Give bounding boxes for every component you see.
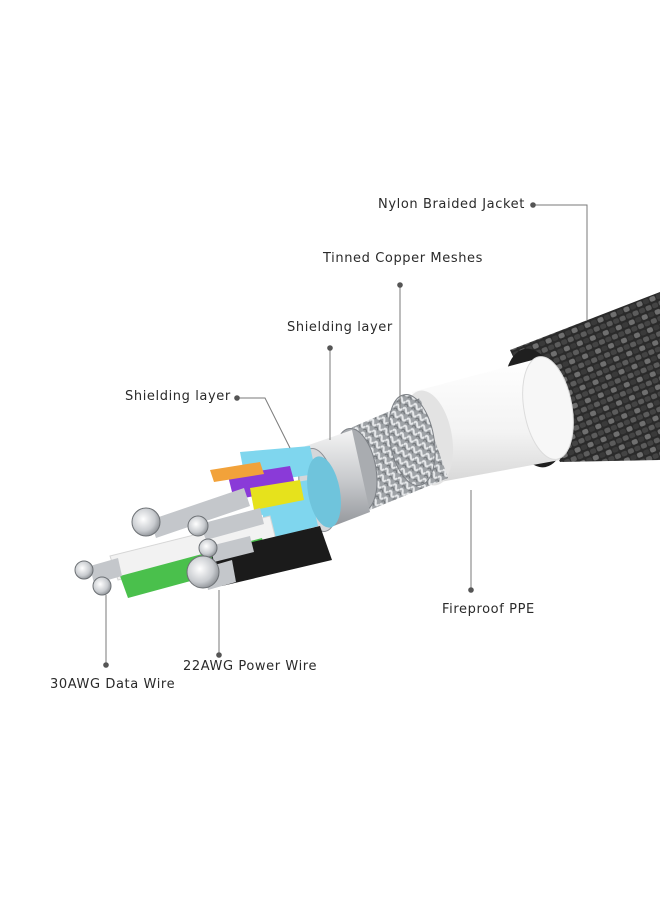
leader-shielding-inner [237, 397, 291, 449]
strand-bundle-power-small [198, 538, 218, 558]
strand-ends [74, 488, 264, 596]
dot-tinned-copper [397, 282, 403, 288]
dot-shielding-outer [327, 345, 333, 351]
dot-power-wire [216, 652, 222, 658]
strand-bundle-power-large [186, 555, 220, 589]
leader-dots [103, 202, 536, 668]
yellow-wire [250, 480, 304, 510]
leader-lines [105, 204, 588, 665]
strand-bundle-mid [187, 515, 209, 537]
label-data-wire: 30AWG Data Wire [50, 677, 176, 692]
label-power-wire: 22AWG Power Wire [183, 659, 318, 674]
blue-wire [262, 500, 318, 540]
fireproof-ppe-layer [402, 356, 574, 486]
dot-data-wire [103, 662, 109, 668]
strand-bundle-white [74, 560, 94, 580]
dot-fireproof [468, 587, 474, 593]
label-shielding-layer-inner: Shielding layer [125, 389, 231, 404]
label-nylon-braided-jacket: Nylon Braided Jacket [378, 197, 525, 212]
leader-nylon-jacket [533, 204, 588, 320]
orange-wire [210, 462, 264, 482]
black-power-wire [210, 526, 332, 586]
strand-bundle-green [92, 576, 112, 596]
strand-bundle-top [131, 507, 161, 537]
tinned-copper-mesh [334, 394, 448, 513]
label-fireproof-ppe: Fireproof PPE [442, 602, 535, 617]
dot-shielding-inner [234, 395, 240, 401]
label-tinned-copper-meshes: Tinned Copper Meshes [323, 251, 484, 266]
dot-nylon-jacket [530, 202, 536, 208]
label-shielding-layer-outer: Shielding layer [287, 320, 393, 335]
